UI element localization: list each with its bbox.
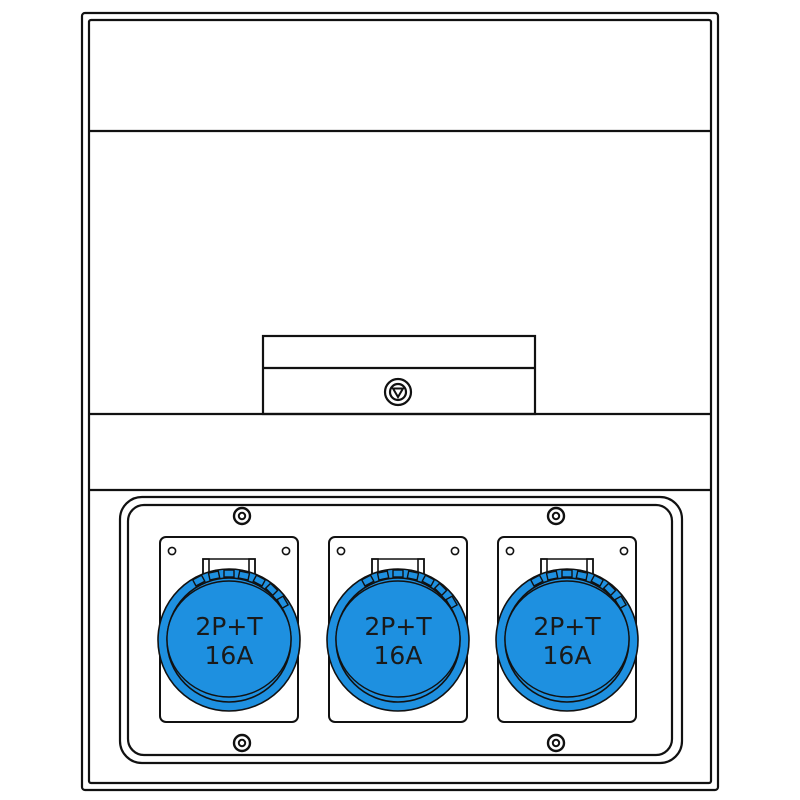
triangle-lock-icon[interactable] (383, 377, 413, 407)
socket-rating-label: 16A (543, 641, 592, 670)
lock-housing[interactable] (261, 334, 537, 416)
socket-panel: 2P+T 16A 2P+T 16A 2P+T 16A (118, 495, 684, 765)
screw-icon (546, 506, 566, 526)
screw-icon (546, 733, 566, 753)
enclosure-outer-frame (80, 11, 720, 792)
socket-rating-label: 16A (374, 641, 423, 670)
socket-type-label: 2P+T (533, 612, 601, 641)
enclosure-inner-frame (87, 18, 713, 785)
screw-icon (232, 506, 252, 526)
screw-icon (232, 733, 252, 753)
socket-rating-label: 16A (205, 641, 254, 670)
socket-3[interactable]: 2P+T 16A (495, 536, 639, 723)
socket-2[interactable]: 2P+T 16A (326, 536, 470, 723)
socket-type-label: 2P+T (195, 612, 263, 641)
socket-type-label: 2P+T (364, 612, 432, 641)
socket-1[interactable]: 2P+T 16A (157, 536, 301, 723)
